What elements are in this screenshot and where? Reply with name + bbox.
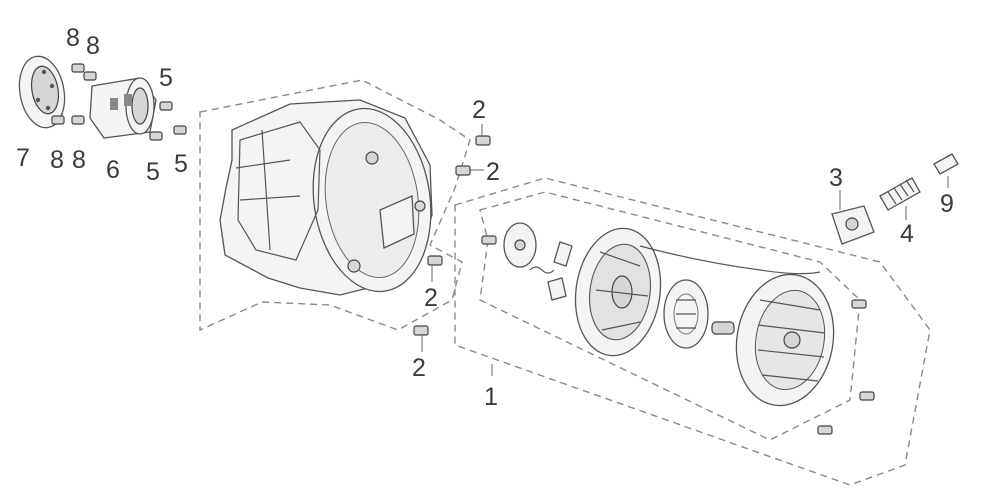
starter-rope-part — [639, 245, 821, 275]
bolt-part — [413, 135, 491, 336]
handle-bracket-part — [831, 205, 875, 245]
callout-5: 5 — [174, 150, 188, 178]
callout-8: 8 — [86, 32, 100, 60]
callout-1: 1 — [484, 383, 498, 411]
rope-reel-part — [574, 227, 662, 357]
callout-5: 5 — [146, 158, 160, 186]
shaft-pin-part — [711, 321, 735, 335]
starter-cover-part — [735, 273, 835, 407]
callout-9: 9 — [940, 190, 954, 218]
callout-2: 2 — [424, 284, 438, 312]
callout-2: 2 — [472, 96, 486, 124]
callout-8: 8 — [66, 24, 80, 52]
callout-8: 8 — [72, 146, 86, 174]
ratchet-assembly-part — [481, 222, 573, 301]
fan-cover-group-outline — [199, 79, 471, 332]
callout-2: 2 — [486, 158, 500, 186]
bolt-part — [817, 299, 875, 435]
starter-cup-part — [89, 77, 157, 139]
flange-plate-part — [18, 55, 66, 129]
fan-cover-housing-part — [219, 99, 433, 296]
recoil-starter-inner-outline — [479, 191, 861, 441]
leader-lines — [421, 124, 949, 376]
callout-3: 3 — [829, 164, 843, 192]
callout-4: 4 — [900, 220, 914, 248]
callout-5: 5 — [159, 64, 173, 92]
callout-7: 7 — [16, 144, 30, 172]
recoil-starter-group-outline — [454, 177, 931, 486]
callout-6: 6 — [106, 156, 120, 184]
callout-8: 8 — [50, 146, 64, 174]
spring-grip-part — [879, 177, 921, 211]
fitting-part — [933, 153, 959, 175]
recoil-spring-part — [663, 279, 709, 349]
callout-2: 2 — [412, 354, 426, 382]
bolt-part — [51, 63, 187, 141]
